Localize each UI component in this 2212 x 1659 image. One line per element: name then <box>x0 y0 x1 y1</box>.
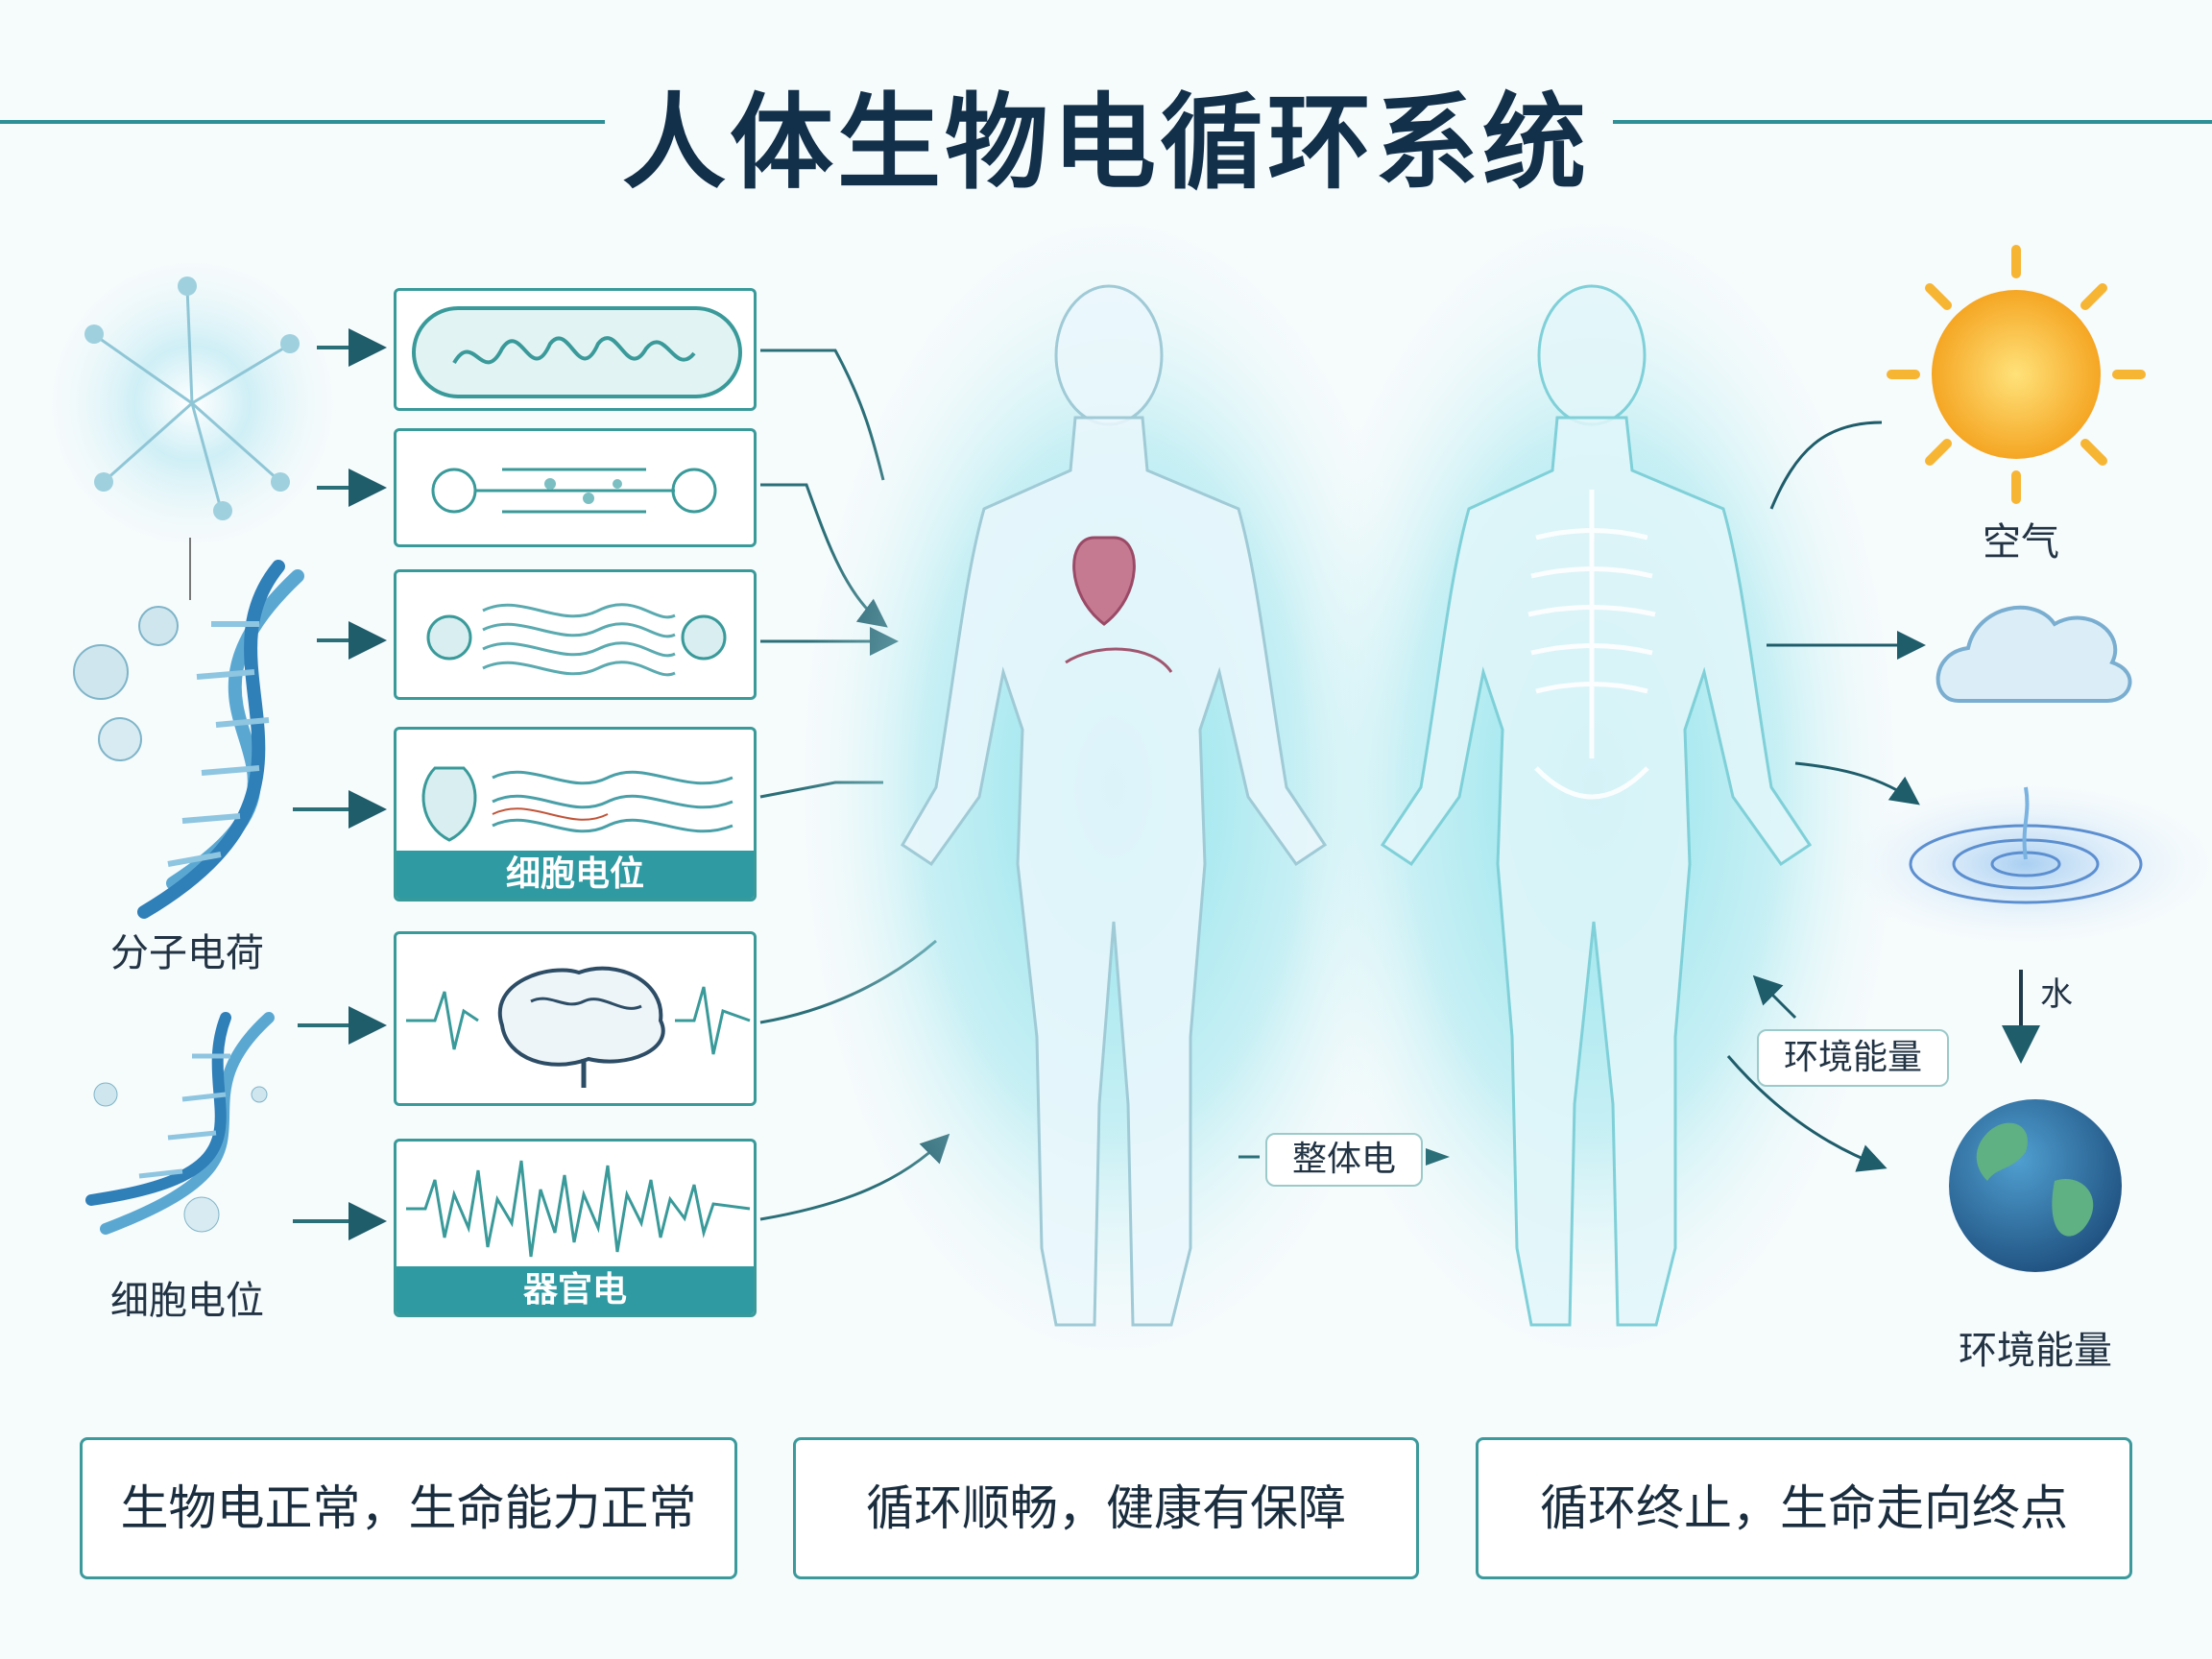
panel-cell-potential-caption: 细胞电位 <box>397 851 754 899</box>
panel-organ-electricity: 器官电 <box>394 1139 757 1317</box>
synapse-icon <box>431 468 717 514</box>
molecular-charge-label: 分子电荷 <box>110 931 264 975</box>
water-label: 水 <box>2040 975 2073 1014</box>
page-title: 人体生物电循环系统 <box>621 84 1590 204</box>
ecg-waveform-icon <box>406 1160 751 1258</box>
whole-body-electricity-pill: 整体电 <box>1265 1133 1423 1187</box>
panel-mitochondrion <box>394 288 757 411</box>
panel-cell-potential: 细胞电位 <box>394 727 757 902</box>
brain-icon <box>406 966 751 1088</box>
cell-potential-label: 细胞电位 <box>110 1279 264 1323</box>
environment-energy-label: 环境能量 <box>1959 1329 2112 1373</box>
panel-waves <box>394 569 757 700</box>
panel-organ-electricity-caption: 器官电 <box>397 1266 754 1314</box>
mitochondrion-icon <box>412 306 742 398</box>
statement-circulation-ends: 循环终止，生命走向终点 <box>1476 1437 2132 1579</box>
air-label: 空气 <box>1983 520 2059 565</box>
cell-waves-icon <box>426 603 727 677</box>
statement-smooth-circulation: 循环顺畅，健康有保障 <box>793 1437 1419 1579</box>
environment-energy-pill: 环境能量 <box>1757 1029 1949 1087</box>
heart-waves-icon <box>421 766 733 842</box>
panel-brain <box>394 931 757 1106</box>
panel-synapse <box>394 428 757 547</box>
statement-normal-bioelectricity: 生物电正常，生命能力正常 <box>80 1437 737 1579</box>
